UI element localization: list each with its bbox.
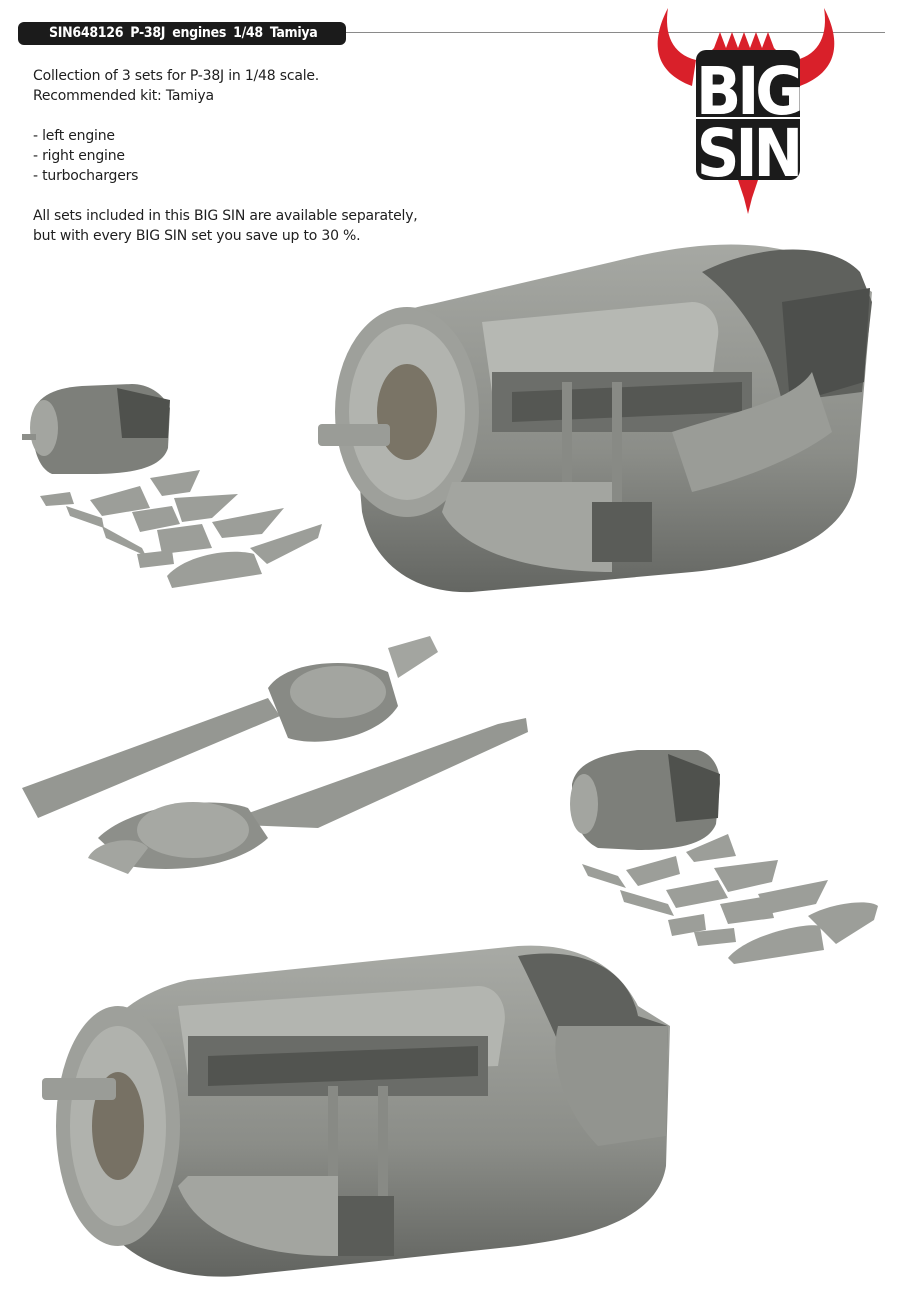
note-line-1: All sets included in this BIG SIN are av… [33, 208, 418, 224]
left-engine-large-render [318, 244, 872, 593]
big-sin-logo: BIG SIN [657, 8, 835, 214]
turbochargers-render [22, 636, 528, 874]
product-description: Collection of 3 sets for P-38J in 1/48 s… [33, 66, 418, 246]
intro-line-1: Collection of 3 sets for P-38J in 1/48 s… [33, 68, 320, 84]
crown-icon [712, 32, 776, 50]
right-engine-large-render [42, 945, 670, 1277]
horns-icon [657, 8, 835, 86]
left-engine-small-render [22, 384, 322, 588]
intro-line-2: Recommended kit: Tamiya [33, 88, 214, 104]
product-title: SIN648126 P-38J engines 1/48 Tamiya [18, 22, 346, 45]
item-right-engine: - right engine [33, 148, 125, 164]
beard-icon [738, 180, 758, 214]
svg-text:SIN: SIN [697, 115, 800, 192]
item-turbochargers: - turbochargers [33, 168, 139, 184]
header-rule [340, 32, 885, 33]
item-left-engine: - left engine [33, 128, 115, 144]
right-engine-small-render [570, 750, 878, 964]
note-line-2: but with every BIG SIN set you save up t… [33, 228, 361, 244]
